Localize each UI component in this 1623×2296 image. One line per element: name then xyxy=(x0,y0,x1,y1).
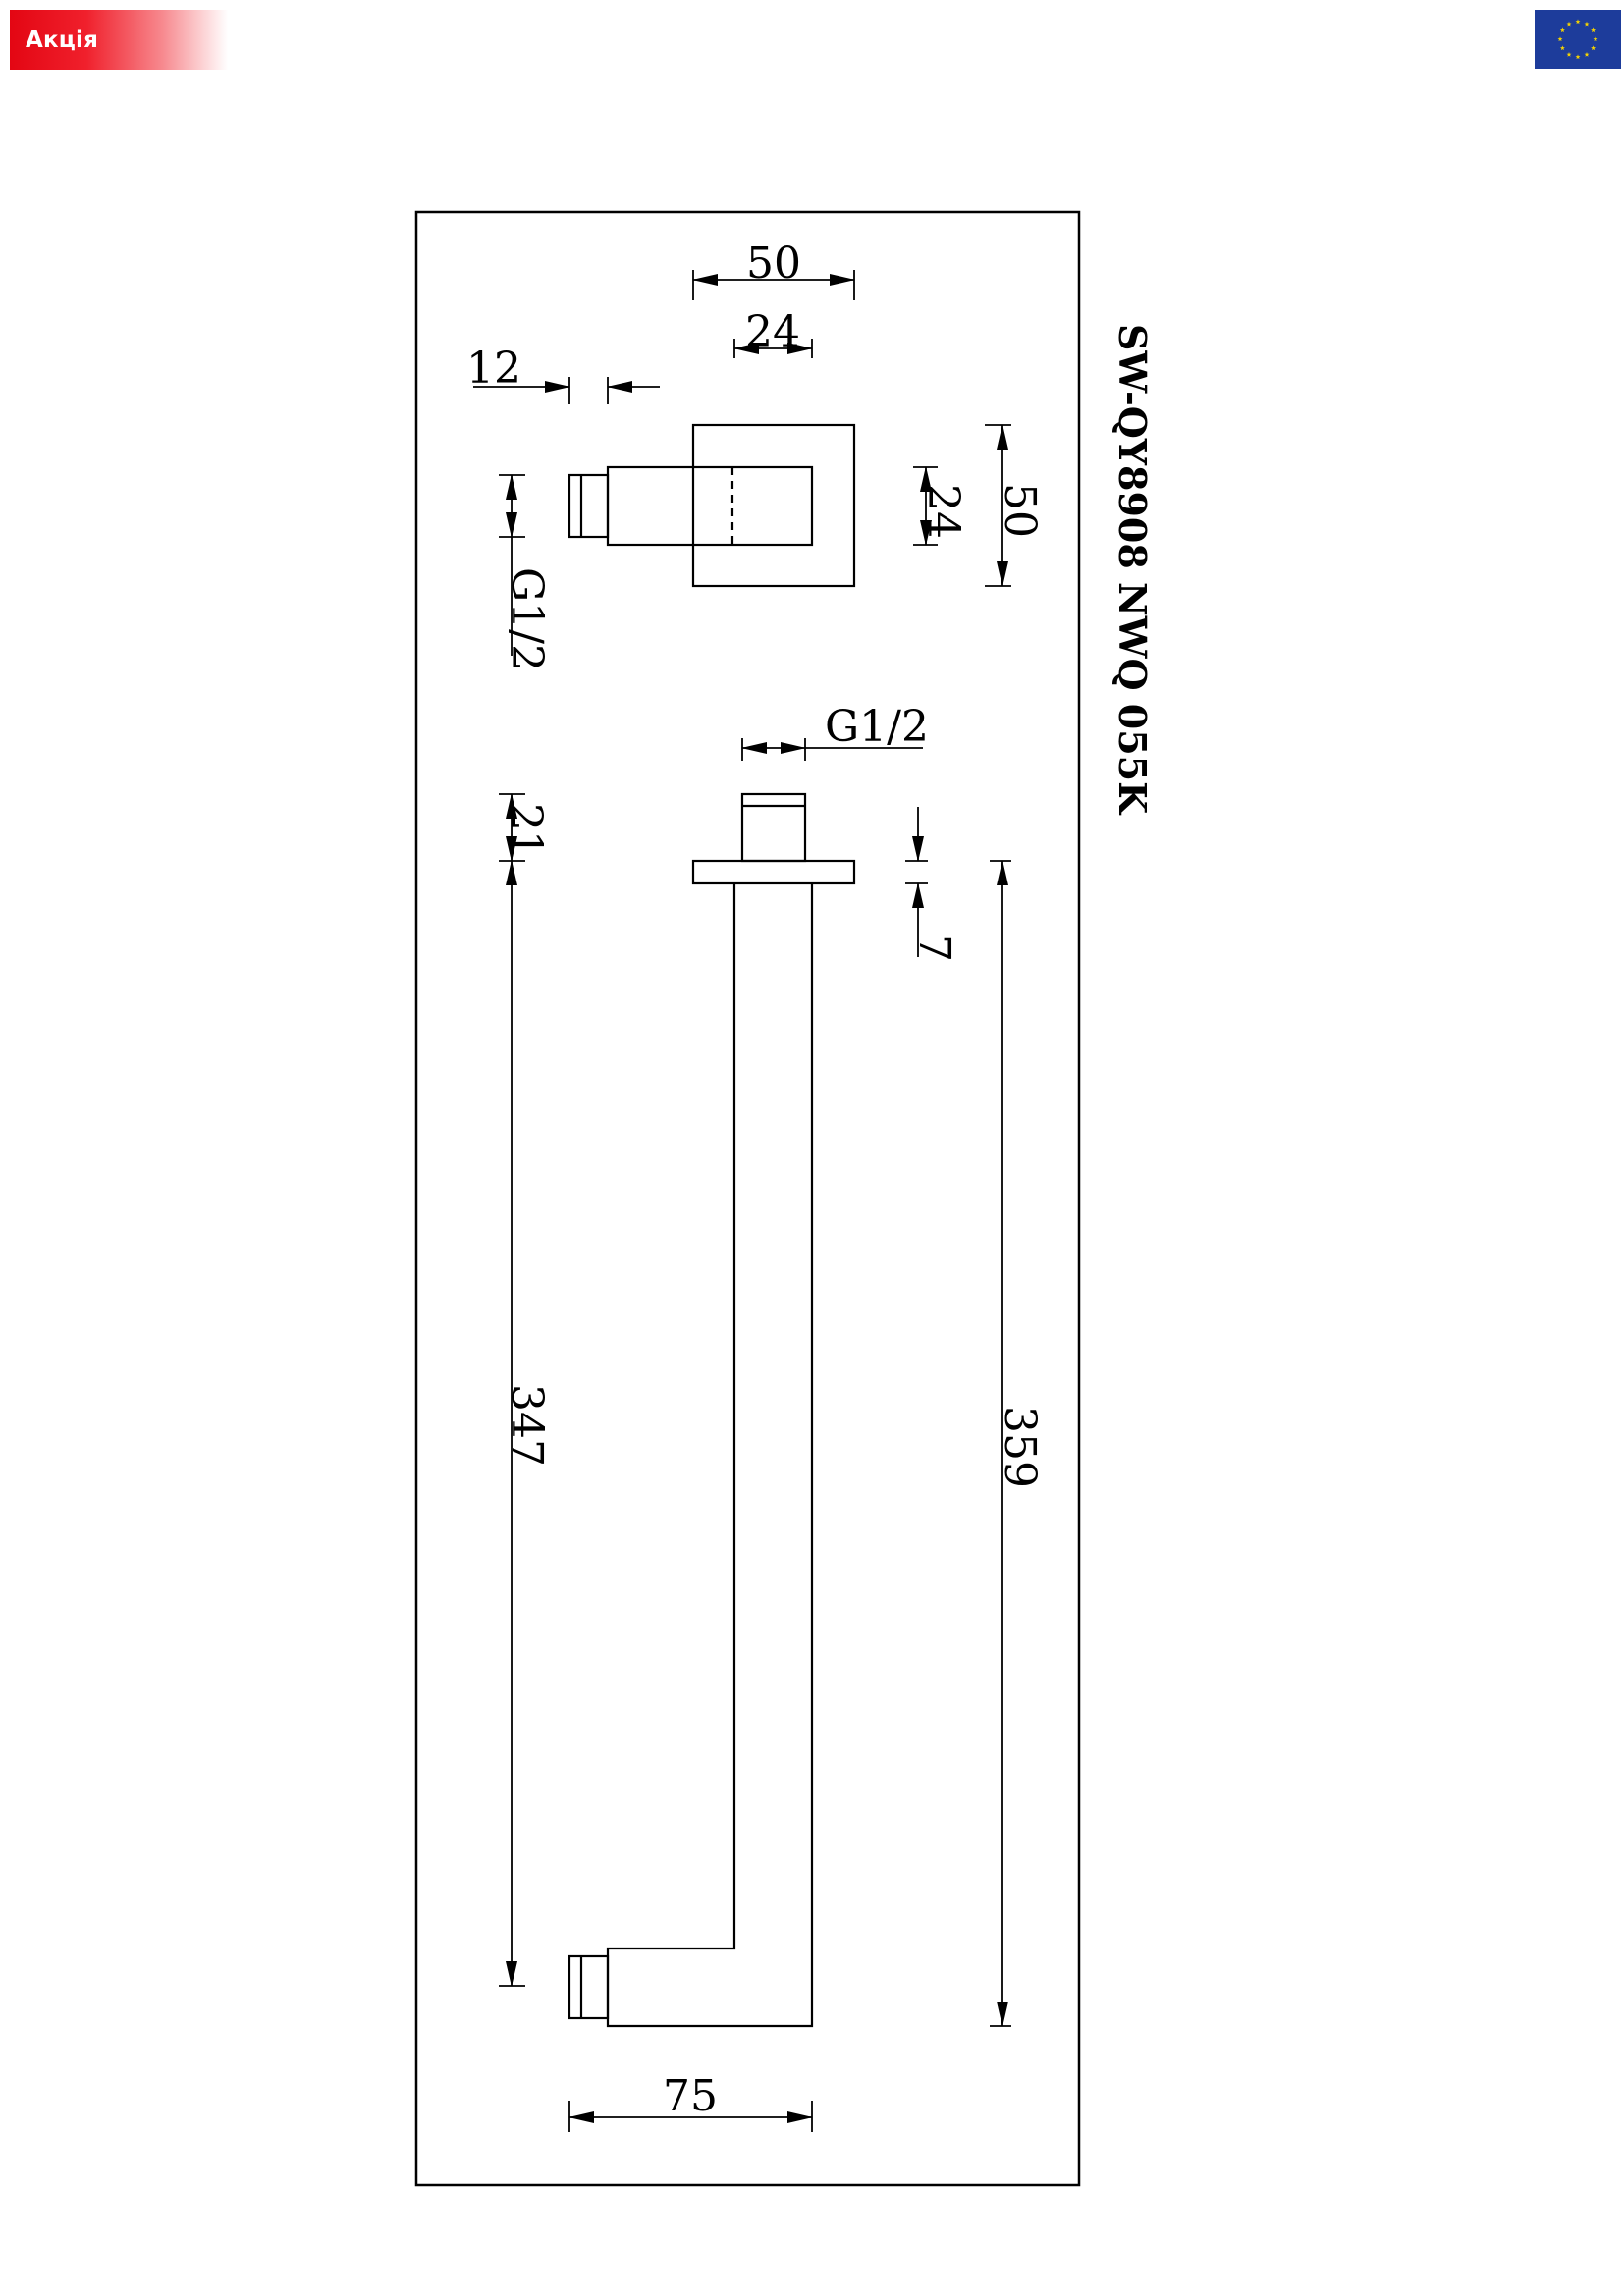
flag-star xyxy=(1593,36,1598,42)
promo-badge[interactable]: Акція xyxy=(10,10,228,70)
thread-stub-outline xyxy=(568,473,610,539)
arm-profile-outline xyxy=(606,883,814,2028)
drawing-frame xyxy=(414,210,1081,2187)
arm-body-outline xyxy=(606,465,814,547)
flag-star xyxy=(1591,27,1596,33)
flag-star xyxy=(1575,54,1581,60)
promo-badge-label: Акція xyxy=(26,27,99,53)
top-thread-outline xyxy=(740,792,807,863)
flag-star xyxy=(1566,51,1572,57)
bottom-thread-outline xyxy=(568,1954,610,2020)
dim-label-359: 359 xyxy=(995,1406,1045,1488)
dim-label-21: 21 xyxy=(501,803,551,858)
eu-flag-icon xyxy=(1535,10,1621,69)
flag-star xyxy=(1559,27,1565,33)
flag-star xyxy=(1591,45,1596,51)
dimension-lines xyxy=(473,270,1011,2132)
drawing-title: SW-QY8908 NWQ 055K xyxy=(1110,324,1155,816)
flag-star xyxy=(1575,19,1581,25)
wall-plate-outline xyxy=(691,423,856,588)
flag-star xyxy=(1557,36,1563,42)
dim-label-12: 12 xyxy=(466,344,521,394)
flag-star xyxy=(1559,45,1565,51)
flag-star xyxy=(1566,21,1572,27)
dim-label-thread-arm: G1/2 xyxy=(825,702,929,752)
dim-label-thread-top: G1/2 xyxy=(502,567,552,671)
flag-star xyxy=(1584,51,1590,57)
dim-label-24-top: 24 xyxy=(745,307,800,357)
dim-label-24-side: 24 xyxy=(918,484,968,539)
part-outlines xyxy=(568,423,856,2028)
flag-star xyxy=(1584,21,1590,27)
dim-label-7: 7 xyxy=(909,934,959,962)
flange-outline xyxy=(691,859,856,885)
dim-label-50-side: 50 xyxy=(995,483,1045,538)
dim-label-347: 347 xyxy=(502,1384,552,1467)
dim-label-50-top: 50 xyxy=(746,239,801,289)
dim-label-75: 75 xyxy=(663,2071,718,2121)
